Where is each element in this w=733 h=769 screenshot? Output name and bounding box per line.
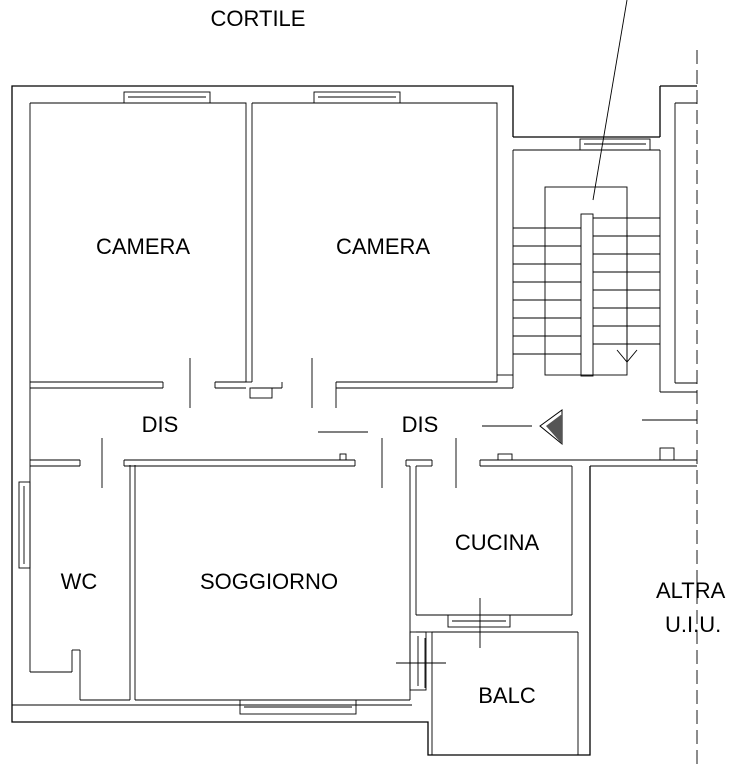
label-bedroom-right: CAMERA: [336, 234, 430, 259]
label-hall-right: DIS: [402, 412, 439, 437]
label-courtyard: CORTILE: [211, 6, 306, 31]
windows: [18, 91, 651, 715]
label-living: SOGGIORNO: [200, 569, 338, 594]
label-bathroom: WC: [61, 569, 98, 594]
label-other-unit-line2: U.I.U.: [665, 612, 721, 637]
label-bedroom-left: CAMERA: [96, 234, 190, 259]
door-marks: [101, 358, 697, 688]
label-hall-left: DIS: [142, 412, 179, 437]
staircase: [513, 0, 660, 377]
label-balcony: BALC: [478, 683, 536, 708]
lower-walls: [30, 447, 697, 755]
exterior-walls: [11, 50, 698, 769]
label-kitchen: CUCINA: [455, 530, 540, 555]
triangle-arrow-icon: [539, 409, 563, 446]
label-other-unit-line1: ALTRA: [656, 578, 726, 603]
